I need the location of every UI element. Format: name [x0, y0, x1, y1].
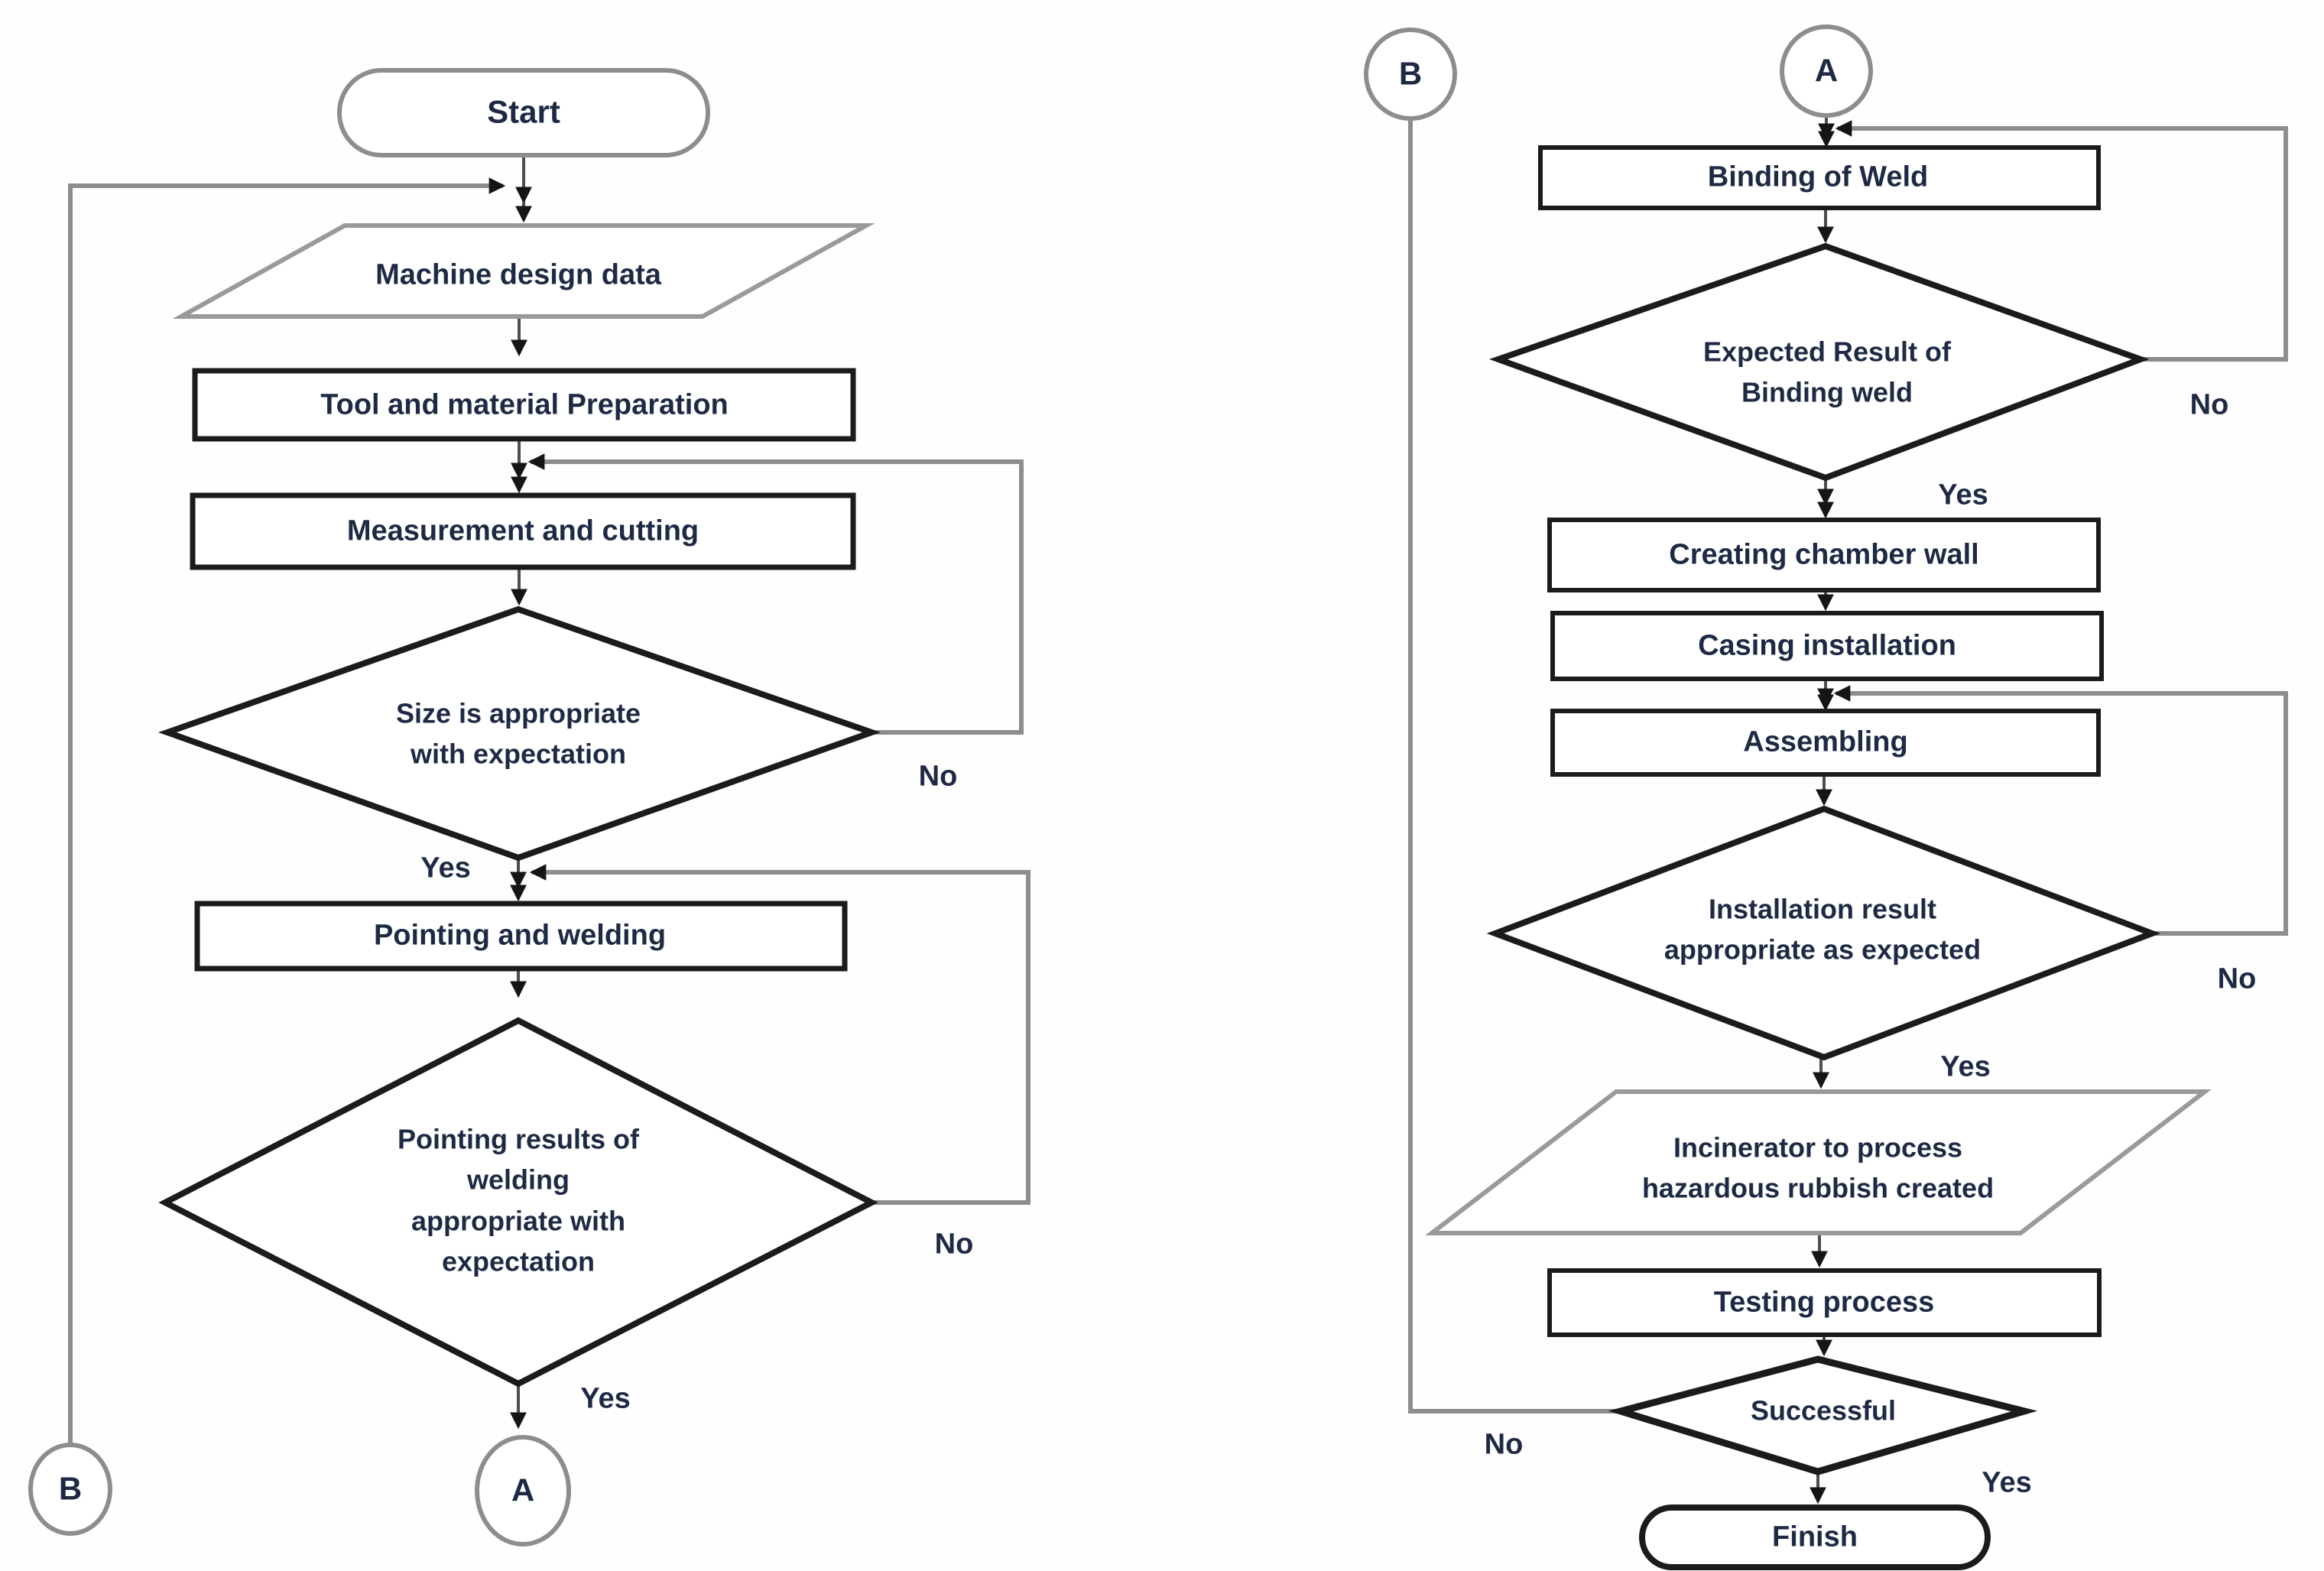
pointing-results-label: Pointing results of welding appropriate … — [397, 1123, 640, 1277]
finish-terminator-shape — [1639, 1504, 1991, 1570]
installation-no-loop-line — [1833, 685, 2288, 936]
b-return-line-right — [1408, 118, 1621, 1414]
pointing-welding-rect-shape — [194, 901, 848, 972]
installation-no-label: No — [2217, 962, 2257, 995]
successful-label: Successful — [1750, 1394, 1897, 1427]
installation-result-label: Installation result appropriate as expec… — [1663, 893, 1982, 966]
size-no-loop-line — [527, 453, 1024, 735]
successful-no-label: No — [1484, 1428, 1524, 1461]
b-return-line-left — [68, 177, 506, 1445]
connector-b-left-circle-shape — [28, 1443, 112, 1536]
expected-yes-label: Yes — [1938, 479, 1988, 511]
testing-process-rect-shape — [1547, 1268, 2102, 1337]
connector-b-right-label: B — [1398, 55, 1423, 92]
incinerator-label: Incinerator to process hazardous rubbish… — [1641, 1131, 1995, 1204]
installation-yes-label: Yes — [1940, 1050, 1991, 1083]
installation-result-diamond-shape — [1486, 805, 2161, 1061]
assembling-rect-shape — [1550, 709, 2101, 777]
assembling-label: Assembling — [1743, 725, 1908, 758]
expected-no-loop-line — [1835, 120, 2288, 362]
pointing-results-diamond-shape — [158, 1017, 878, 1388]
size-decision-diamond-shape — [158, 605, 881, 862]
casing-installation-rect-shape — [1550, 611, 2104, 681]
size-no-label: No — [918, 760, 958, 793]
successful-yes-label: Yes — [1982, 1466, 2032, 1499]
size-yes-label: Yes — [420, 852, 471, 884]
machine-data-label: Machine design data — [375, 258, 661, 291]
connector-a-right-circle-shape — [1780, 24, 1873, 118]
measurement-rect-shape — [190, 492, 856, 570]
tool-preparation-rect-shape — [192, 368, 856, 442]
tool-preparation-label: Tool and material Preparation — [320, 388, 729, 421]
successful-diamond-shape — [1608, 1355, 2038, 1475]
pointing-welding-label: Pointing and welding — [373, 919, 667, 952]
connector-a-right-label: A — [1814, 52, 1839, 89]
start-label: Start — [487, 93, 560, 130]
chamber-wall-rect-shape — [1547, 518, 2101, 592]
measurement-label: Measurement and cutting — [346, 514, 699, 547]
testing-process-label: Testing process — [1713, 1286, 1935, 1319]
pointing-yes-label: Yes — [580, 1382, 631, 1415]
binding-weld-rect-shape — [1538, 145, 2101, 210]
expected-result-label: Expected Result of Binding weld — [1702, 336, 1952, 408]
incinerator-parallelogram-shape — [1425, 1089, 2212, 1235]
chamber-wall-label: Creating chamber wall — [1669, 538, 1979, 571]
pointing-no-label: No — [934, 1228, 974, 1261]
expected-no-label: No — [2189, 388, 2229, 421]
connector-a-left-circle-shape — [475, 1435, 571, 1547]
finish-label: Finish — [1772, 1521, 1858, 1553]
start-terminator-shape — [337, 68, 710, 157]
connector-b-left-label: B — [58, 1470, 83, 1507]
machine-data-parallelogram-shape — [172, 223, 875, 319]
binding-weld-label: Binding of Weld — [1707, 161, 1929, 193]
casing-installation-label: Casing installation — [1698, 629, 1956, 662]
connector-b-right-circle-shape — [1364, 28, 1457, 121]
size-decision-label: Size is appropriate with expectation — [395, 697, 641, 770]
connector-a-left-label: A — [511, 1472, 535, 1508]
expected-result-diamond-shape — [1489, 242, 2150, 482]
pointing-no-loop-line — [529, 864, 1031, 1205]
